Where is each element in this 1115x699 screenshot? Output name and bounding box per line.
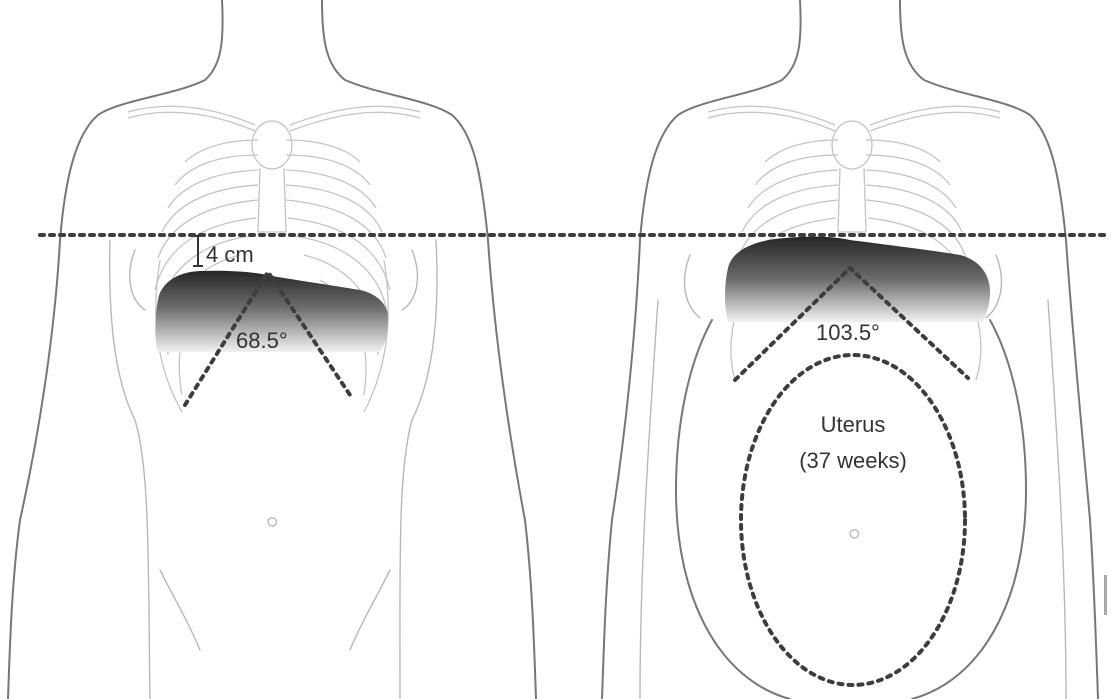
nonpregnant-clavicles (128, 106, 420, 232)
nonpregnant-angle-label: 68.5° (236, 328, 288, 353)
uterus-label: Uterus (821, 412, 886, 437)
uterus-weeks-label: (37 weeks) (799, 448, 907, 473)
pregnant-angle-label: 103.5° (816, 320, 880, 345)
nonpregnant-figure: 4 cm 68.5° (8, 0, 536, 699)
pregnant-diaphragm (725, 237, 990, 322)
distance-indicator (193, 236, 203, 266)
pregnant-body-outline (602, 0, 1098, 699)
pregnant-figure: 103.5° Uterus (37 weeks) (602, 0, 1098, 699)
distance-label: 4 cm (206, 242, 254, 267)
pregnant-clavicles (708, 106, 1000, 232)
uterus-outline (741, 355, 965, 685)
artist-mark (1104, 575, 1107, 615)
